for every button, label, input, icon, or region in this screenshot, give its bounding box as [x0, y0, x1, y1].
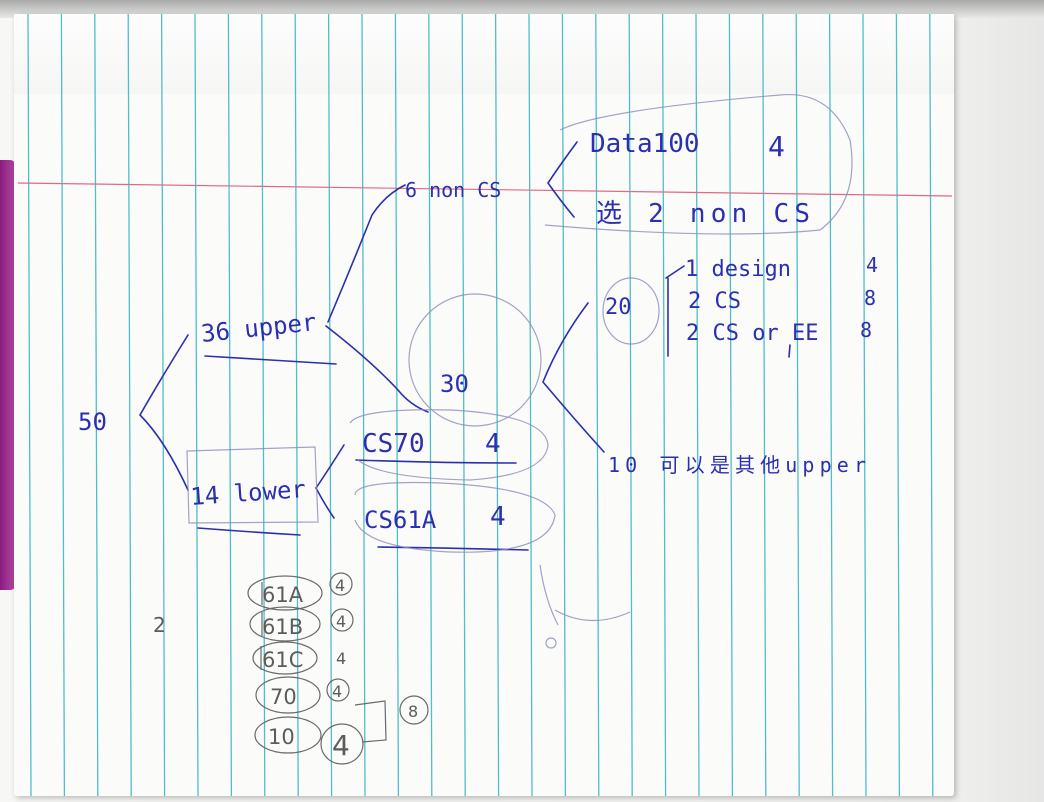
- design-requirement: 1 design: [685, 257, 791, 282]
- units-61b: 4: [336, 612, 346, 631]
- units-61a: 4: [335, 576, 345, 595]
- units-10: 4: [332, 729, 350, 762]
- rule-line: [762, 13, 767, 797]
- rule-lines: [27, 13, 934, 797]
- side-number: 2: [153, 613, 166, 637]
- rule-line: [929, 13, 934, 797]
- ink-strokes: [139, 141, 791, 551]
- other-upper: 10 可以是其他upper: [608, 453, 866, 477]
- rule-line: [528, 13, 533, 797]
- rule-line: [194, 13, 199, 797]
- rule-line: [628, 13, 633, 797]
- course-61b: 61B: [262, 615, 303, 639]
- core-count: 30: [440, 370, 469, 398]
- rule-line: [494, 13, 500, 797]
- rule-line: [561, 13, 567, 797]
- notebook-cover-edge: [0, 160, 16, 590]
- design-units: 4: [866, 253, 878, 277]
- faded-loops: [186, 93, 853, 649]
- cs70-units: 4: [485, 429, 501, 459]
- rule-line: [428, 13, 433, 797]
- two-cs-units: 8: [864, 286, 876, 310]
- cluster-20: 20: [605, 295, 632, 320]
- upper-count: 36 upper: [200, 308, 318, 348]
- course-61a: 61A: [262, 583, 304, 607]
- root-total: 50: [78, 408, 107, 436]
- pencil-strokes: [247, 572, 429, 765]
- units-70: 4: [332, 682, 342, 701]
- units-total: 8: [408, 702, 418, 721]
- data100-course: Data100: [590, 129, 700, 159]
- two-cs-requirement: 2 CS: [688, 289, 741, 314]
- rule-line: [94, 13, 99, 797]
- scanner-top-edge: [0, 0, 1044, 18]
- rule-line: [695, 13, 700, 797]
- cs61a-course: CS61A: [364, 506, 437, 534]
- course-61c: 61C: [262, 648, 303, 672]
- course-70: 70: [270, 685, 297, 709]
- rule-line: [862, 13, 867, 797]
- paper-top-margin: [14, 14, 954, 94]
- rule-line: [160, 13, 166, 797]
- data100-units: 4: [768, 130, 785, 163]
- rule-line: [394, 13, 400, 797]
- lower-count: 14 lower: [189, 475, 306, 511]
- cs-or-ee-requirement: 2 CS or EE: [686, 321, 818, 346]
- rule-line: [127, 13, 132, 797]
- rule-line: [461, 13, 466, 797]
- rule-line: [595, 13, 600, 797]
- cs-or-ee-units: 8: [860, 318, 872, 342]
- rule-line: [261, 13, 266, 797]
- margin-line: [17, 182, 953, 197]
- other-non-cs: 选 2 non CS: [596, 199, 810, 229]
- rule-line: [895, 13, 901, 797]
- rule-line: [60, 13, 66, 797]
- rule-line: [728, 13, 734, 797]
- rule-line: [661, 13, 667, 797]
- non-cs-count: 6 non CS: [405, 178, 501, 202]
- units-61c: 4: [336, 649, 346, 668]
- rule-line: [27, 13, 32, 797]
- rule-line: [227, 13, 233, 797]
- rule-line: [327, 13, 333, 797]
- cs70-course: CS70: [362, 429, 425, 459]
- rule-line: [795, 13, 800, 797]
- cs61a-units: 4: [490, 502, 506, 532]
- rule-line: [361, 13, 366, 797]
- rule-line: [294, 13, 299, 797]
- course-10: 10: [268, 725, 295, 749]
- rule-line: [828, 13, 834, 797]
